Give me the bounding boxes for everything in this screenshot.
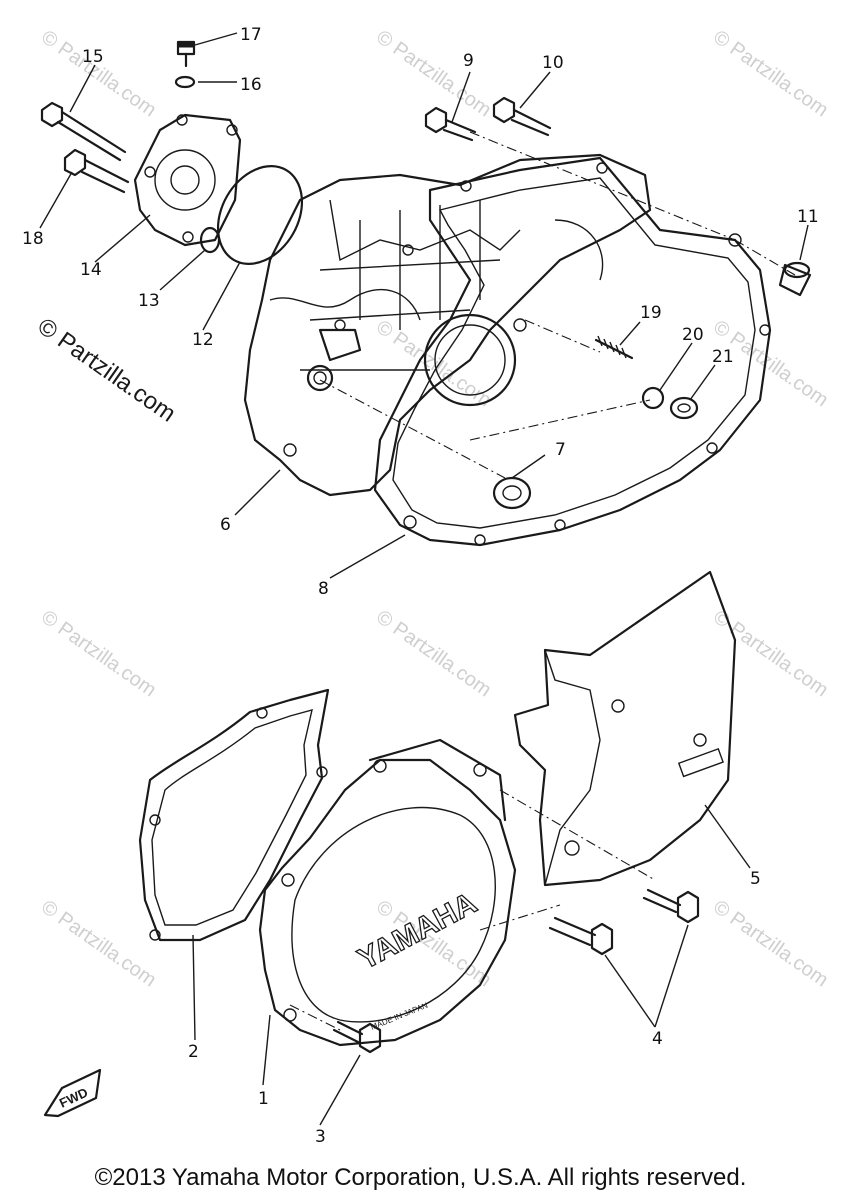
watermark-dark: © Partzilla.com xyxy=(33,313,181,428)
oil-seal[interactable] xyxy=(492,476,532,510)
callout-16: 16 xyxy=(240,75,262,95)
callout-4: 4 xyxy=(652,1029,663,1049)
bolt-10[interactable] xyxy=(492,96,552,137)
crankcase-cover[interactable] xyxy=(243,153,652,497)
assembly-lines xyxy=(289,131,796,1031)
bolt-17[interactable] xyxy=(176,40,196,68)
callout-3: 3 xyxy=(315,1127,326,1147)
crankcase-gasket[interactable] xyxy=(373,156,772,547)
generator-cover[interactable]: YAMAHA MADE IN JAPAN xyxy=(258,738,517,1047)
callout-7: 7 xyxy=(555,440,566,460)
callout-18: 18 xyxy=(22,229,44,249)
callout-15: 15 xyxy=(82,47,104,67)
watermark: © Partzilla.com xyxy=(37,896,160,991)
fwd-arrow-icon: FWD xyxy=(43,1068,102,1118)
spring-19[interactable] xyxy=(594,335,634,360)
callout-12: 12 xyxy=(192,330,214,350)
callout-1: 1 xyxy=(258,1089,269,1109)
bolt-3[interactable] xyxy=(332,1020,382,1054)
watermark: © Partzilla.com xyxy=(37,26,160,121)
watermark: © Partzilla.com xyxy=(709,26,832,121)
sprocket-cover[interactable] xyxy=(513,570,737,887)
callout-8: 8 xyxy=(318,579,329,599)
callout-19: 19 xyxy=(640,303,662,323)
plug-21[interactable] xyxy=(669,396,699,420)
callout-5: 5 xyxy=(750,869,761,889)
copyright-notice: ©2013 Yamaha Motor Corporation, U.S.A. A… xyxy=(94,1164,747,1191)
watermark: © Partzilla.com xyxy=(372,26,495,121)
watermark: © Partzilla.com xyxy=(372,606,495,701)
bolt-9[interactable] xyxy=(424,106,477,142)
callout-6: 6 xyxy=(220,515,231,535)
watermark: © Partzilla.com xyxy=(37,606,160,701)
callout-9: 9 xyxy=(463,51,474,71)
bolt-4-lower[interactable] xyxy=(548,916,614,956)
watermark: © Partzilla.com xyxy=(372,316,495,411)
callout-11: 11 xyxy=(797,207,819,227)
callout-13: 13 xyxy=(138,291,160,311)
dowel-pin-11[interactable] xyxy=(778,261,812,297)
pump-cover[interactable] xyxy=(133,113,242,247)
cover-gasket[interactable] xyxy=(138,688,330,942)
o-ring-12[interactable] xyxy=(201,151,319,279)
leader-lines xyxy=(39,32,809,1126)
callout-10: 10 xyxy=(542,53,564,73)
bolt-15[interactable] xyxy=(40,101,127,162)
washer-16[interactable] xyxy=(174,75,196,89)
callout-2: 2 xyxy=(188,1042,199,1062)
callout-21: 21 xyxy=(712,347,734,367)
bolt-18[interactable] xyxy=(63,148,130,194)
watermark: © Partzilla.com xyxy=(709,896,832,991)
made-in-japan-stamp: MADE IN JAPAN xyxy=(369,1001,429,1032)
ball-20[interactable] xyxy=(641,386,665,410)
callout-14: 14 xyxy=(80,260,102,280)
callout-20: 20 xyxy=(682,325,704,345)
bolt-4-upper[interactable] xyxy=(642,888,700,924)
callouts: 1 2 3 4 5 6 7 8 9 10 11 12 13 14 15 16 1… xyxy=(22,25,819,1147)
callout-17: 17 xyxy=(240,25,262,45)
